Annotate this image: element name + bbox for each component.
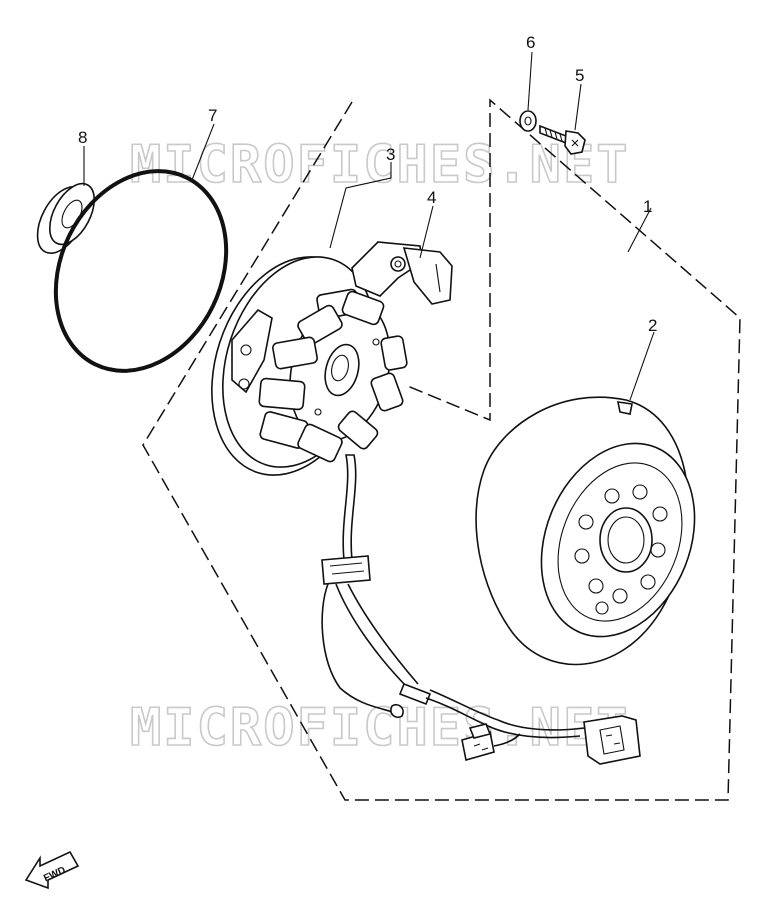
o-ring-icon [53,169,229,373]
oil-seal-icon [36,182,95,254]
callout-4: 4 [427,188,436,207]
callout-7: 7 [208,106,217,125]
leader-lines [83,51,655,401]
bolt-icon [539,124,586,155]
generator-assembly-outline-icon [142,98,741,801]
callout-5: 5 [575,66,584,85]
rotor-flywheel-icon [475,396,696,666]
callout-1: 1 [643,197,652,216]
callout-labels: 1 2 3 4 5 6 7 8 [78,33,657,335]
watermark-top: MICROFICHES.NET [130,135,630,195]
callout-6: 6 [526,33,535,52]
callout-2: 2 [648,316,657,335]
callout-8: 8 [78,128,87,147]
watermark-bottom: MICROFICHES.NET [130,698,630,758]
callout-3: 3 [386,145,395,164]
fwd-arrow-icon: FWD [24,850,80,890]
stator-assembly-icon [211,256,641,765]
washer-icon [519,110,537,132]
pickup-coil-icon [351,241,453,305]
